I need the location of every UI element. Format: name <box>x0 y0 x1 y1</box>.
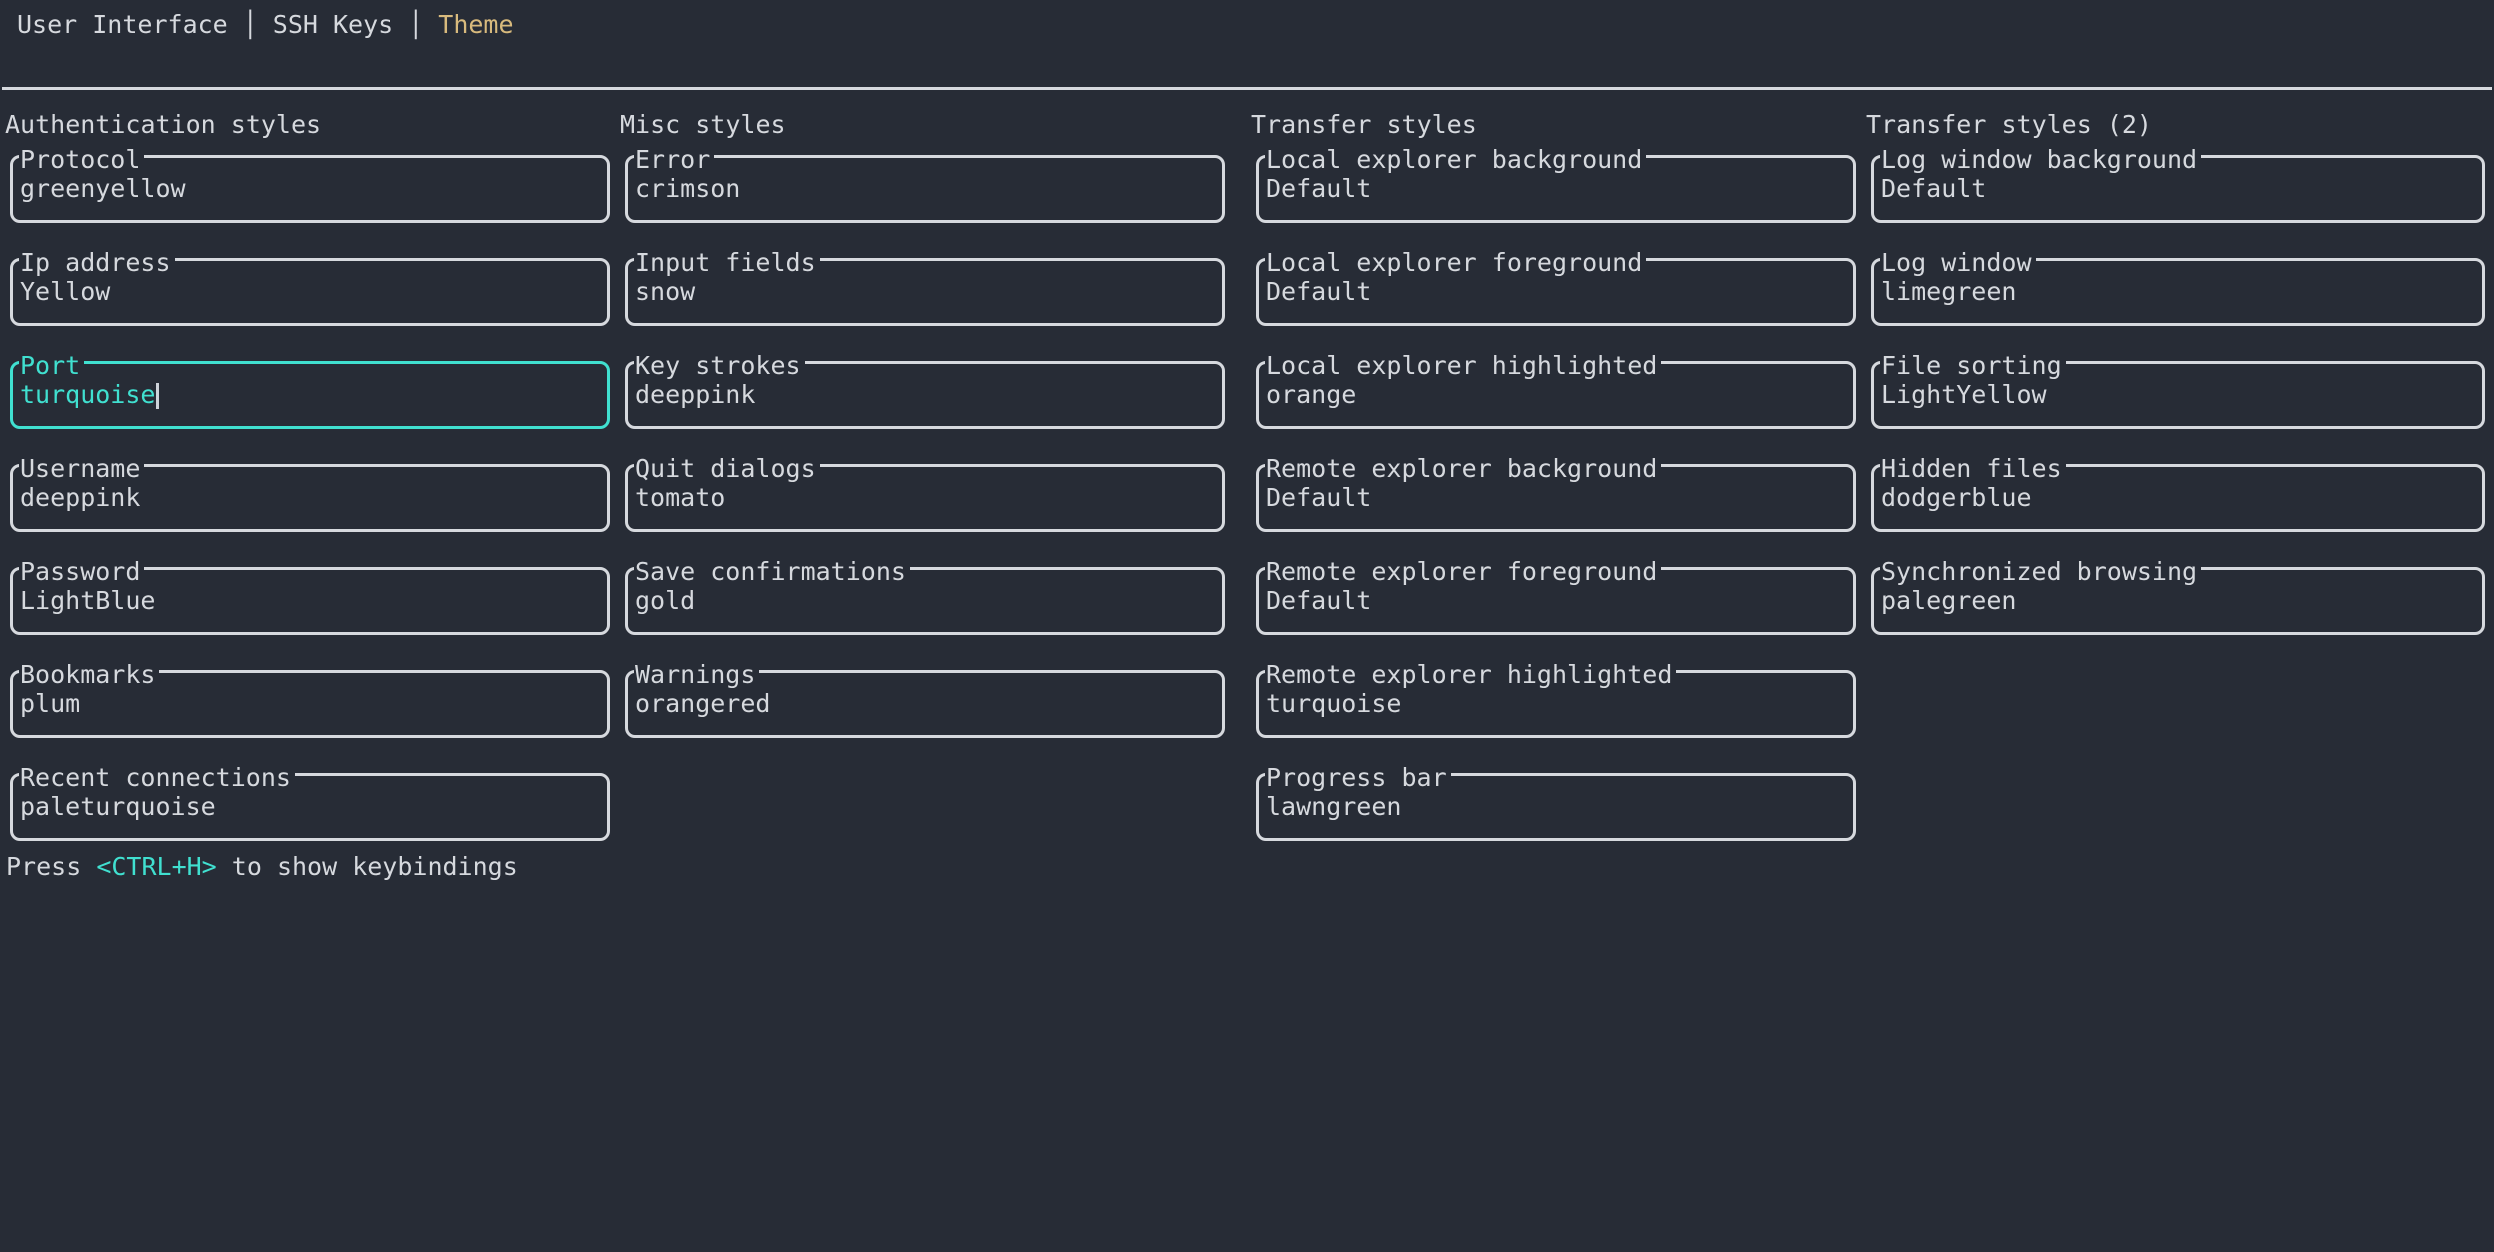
hint-keystroke: <CTRL+H> <box>96 852 217 881</box>
field-progress-bar[interactable]: Progress bar lawngreen <box>1256 765 1856 841</box>
column-authentication-styles: Authentication styles Protocol greenyell… <box>5 112 610 876</box>
field-remote-explorer-highlighted[interactable]: Remote explorer highlighted turquoise <box>1256 662 1856 738</box>
field-value: Default <box>1881 174 1987 203</box>
field-warnings[interactable]: Warnings orangered <box>625 662 1225 738</box>
field-local-explorer-foreground[interactable]: Local explorer foreground Default <box>1256 250 1856 326</box>
tab-bar: User Interface │ SSH Keys │ Theme <box>17 11 514 38</box>
tabbar-divider <box>2 87 2492 90</box>
field-value: Default <box>1266 483 1372 512</box>
tab-separator: │ <box>242 10 258 39</box>
field-label: Bookmarks <box>19 662 160 688</box>
field-protocol[interactable]: Protocol greenyellow <box>10 147 610 223</box>
field-value: limegreen <box>1881 277 2017 306</box>
field-label: Input fields <box>634 250 820 276</box>
field-value: LightYellow <box>1881 380 2047 409</box>
field-ip-address[interactable]: Ip address Yellow <box>10 250 610 326</box>
field-label: Remote explorer highlighted <box>1265 662 1677 688</box>
field-value: Default <box>1266 277 1372 306</box>
field-label: Local explorer foreground <box>1265 250 1647 276</box>
field-key-strokes[interactable]: Key strokes deeppink <box>625 353 1225 429</box>
field-label: Key strokes <box>634 353 805 379</box>
field-recent-connections[interactable]: Recent connections paleturquoise <box>10 765 610 841</box>
field-value: turquoise <box>20 381 160 409</box>
field-label: Password <box>19 559 145 585</box>
field-quit-dialogs[interactable]: Quit dialogs tomato <box>625 456 1225 532</box>
field-value: deeppink <box>20 483 141 512</box>
field-value: palegreen <box>1881 586 2017 615</box>
field-error[interactable]: Error crimson <box>625 147 1225 223</box>
column-title: Authentication styles <box>5 110 322 139</box>
field-local-explorer-highlighted[interactable]: Local explorer highlighted orange <box>1256 353 1856 429</box>
tab-user-interface[interactable]: User Interface <box>17 10 228 39</box>
field-value: Default <box>1266 586 1372 615</box>
field-value: tomato <box>635 483 726 512</box>
tab-ssh-keys[interactable]: SSH Keys <box>272 10 394 39</box>
field-value: orange <box>1266 380 1357 409</box>
tab-separator: │ <box>408 10 424 39</box>
field-value: dodgerblue <box>1881 483 2032 512</box>
field-value: deeppink <box>635 380 756 409</box>
field-label: Save confirmations <box>634 559 910 585</box>
column-title: Misc styles <box>620 110 786 139</box>
field-save-confirmations[interactable]: Save confirmations gold <box>625 559 1225 635</box>
field-label: Remote explorer background <box>1265 456 1662 482</box>
field-label: Log window <box>1880 250 2036 276</box>
field-value: plum <box>20 689 81 718</box>
column-transfer-styles-2: Transfer styles (2) Log window backgroun… <box>1866 112 2485 670</box>
column-title: Transfer styles (2) <box>1866 110 2152 139</box>
field-log-window-background[interactable]: Log window background Default <box>1871 147 2485 223</box>
field-value: crimson <box>635 174 741 203</box>
column-transfer-styles: Transfer styles Local explorer backgroun… <box>1251 112 1856 876</box>
field-username[interactable]: Username deeppink <box>10 456 610 532</box>
field-value: orangered <box>635 689 771 718</box>
column-misc-styles: Misc styles Error crimson Input fields s… <box>620 112 1225 773</box>
field-synchronized-browsing[interactable]: Synchronized browsing palegreen <box>1871 559 2485 635</box>
field-label: Log window background <box>1880 147 2202 173</box>
field-local-explorer-background[interactable]: Local explorer background Default <box>1256 147 1856 223</box>
field-value: paleturquoise <box>20 792 216 821</box>
field-value: greenyellow <box>20 174 186 203</box>
field-value: Default <box>1266 174 1372 203</box>
field-file-sorting[interactable]: File sorting LightYellow <box>1871 353 2485 429</box>
field-remote-explorer-foreground[interactable]: Remote explorer foreground Default <box>1256 559 1856 635</box>
field-port[interactable]: Port turquoise <box>10 353 610 429</box>
field-label: Progress bar <box>1265 765 1451 791</box>
field-value: turquoise <box>1266 689 1402 718</box>
field-label: Warnings <box>634 662 760 688</box>
hint-prefix: Press <box>6 852 97 881</box>
field-bookmarks[interactable]: Bookmarks plum <box>10 662 610 738</box>
field-label: Local explorer highlighted <box>1265 353 1662 379</box>
hint-suffix: to show keybindings <box>216 852 518 881</box>
text-cursor <box>156 383 160 409</box>
field-label: File sorting <box>1880 353 2066 379</box>
field-label: Quit dialogs <box>634 456 820 482</box>
field-label: Hidden files <box>1880 456 2066 482</box>
field-label: Protocol <box>19 147 145 173</box>
field-label: Local explorer background <box>1265 147 1647 173</box>
field-value: Yellow <box>20 277 111 306</box>
field-label: Recent connections <box>19 765 295 791</box>
field-hidden-files[interactable]: Hidden files dodgerblue <box>1871 456 2485 532</box>
column-title: Transfer styles <box>1251 110 1477 139</box>
keybindings-hint: Press <CTRL+H> to show keybindings <box>6 854 518 880</box>
field-remote-explorer-background[interactable]: Remote explorer background Default <box>1256 456 1856 532</box>
field-value: lawngreen <box>1266 792 1402 821</box>
field-value: snow <box>635 277 696 306</box>
field-value: LightBlue <box>20 586 156 615</box>
field-log-window[interactable]: Log window limegreen <box>1871 250 2485 326</box>
field-password[interactable]: Password LightBlue <box>10 559 610 635</box>
field-label: Ip address <box>19 250 175 276</box>
field-label: Remote explorer foreground <box>1265 559 1662 585</box>
field-label: Error <box>634 147 715 173</box>
field-value: gold <box>635 586 696 615</box>
field-label: Port <box>19 353 85 379</box>
field-label: Synchronized browsing <box>1880 559 2202 585</box>
field-input-fields[interactable]: Input fields snow <box>625 250 1225 326</box>
tab-theme[interactable]: Theme <box>438 10 514 39</box>
field-label: Username <box>19 456 145 482</box>
